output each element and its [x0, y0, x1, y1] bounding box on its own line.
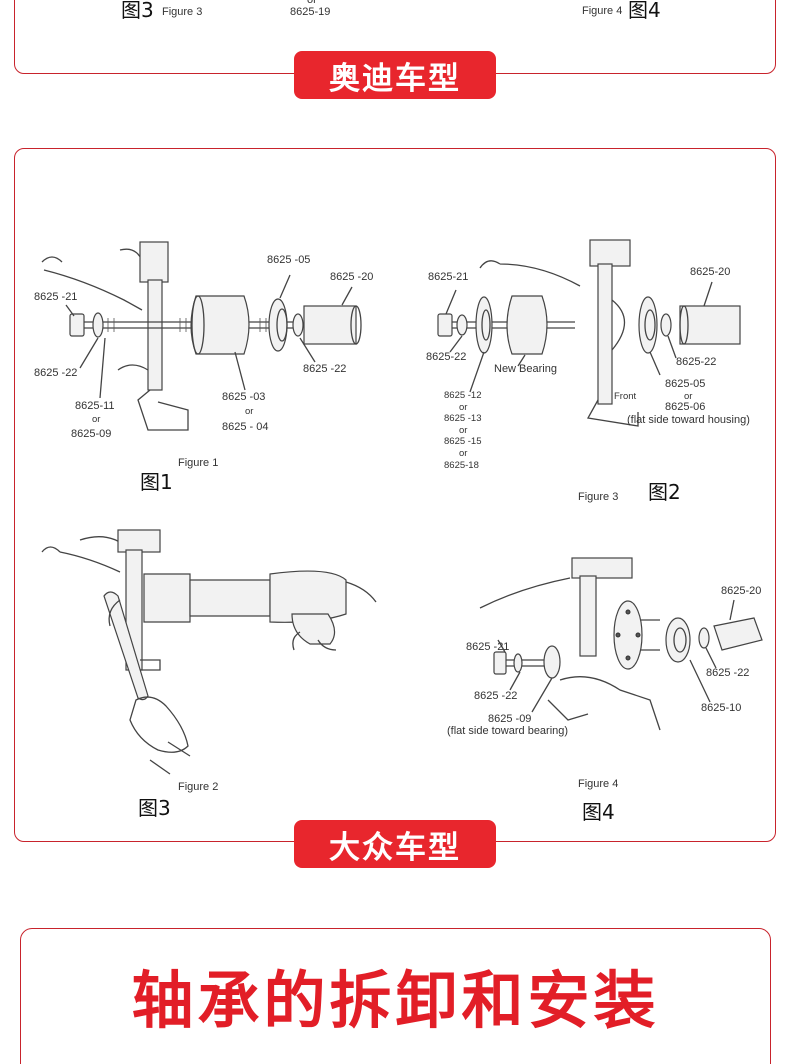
fig2-label: 8625-21: [428, 271, 469, 283]
fig2-label: 8625-20: [690, 266, 731, 278]
fig3-caption-cn: 图3: [138, 796, 171, 820]
fig4-label: 8625-10: [701, 702, 742, 714]
fig4-label: 8625 -21: [466, 641, 510, 653]
top-fig4-en: Figure 4: [582, 5, 623, 17]
bearing-removal-installation-title: 轴承的拆卸和安装: [131, 964, 660, 1037]
fig2-label: 8625 -15: [444, 436, 482, 447]
fig2-label: 8625 -12: [444, 390, 482, 401]
top-fig3-cn: 图3: [121, 0, 154, 22]
fig2-label: 8625-22: [676, 356, 717, 368]
fig4-caption-en: Figure 4: [578, 778, 619, 790]
fig1-label: 8625 -22: [34, 367, 78, 379]
fig1-label: 8625-11: [75, 400, 115, 412]
top-or-label: or: [307, 0, 317, 6]
audi-models-badge: 奥迪车型: [294, 51, 496, 99]
fig2-label: (flat side toward housing): [627, 414, 750, 426]
fig2-label: or: [459, 402, 468, 413]
fig2-caption-en: Figure 3: [578, 491, 619, 503]
fig2-label: or: [459, 448, 468, 459]
fig1-caption-en: Figure 1: [178, 457, 219, 469]
top-part-label: 8625-19: [290, 6, 331, 18]
top-fig3-en: Figure 3: [162, 6, 203, 18]
fig2-caption-cn: 图2: [648, 480, 681, 504]
fig4-label: 8625 -09: [488, 713, 532, 725]
fig2-label: or: [459, 425, 468, 436]
fig2-label: Front: [614, 391, 637, 402]
fig1-caption-cn: 图1: [140, 470, 173, 494]
fig1-label: 8625-09: [71, 428, 112, 440]
vw-models-badge: 大众车型: [294, 820, 496, 868]
title-panel: [20, 928, 771, 1064]
fig2-label: 8625-18: [444, 460, 479, 471]
fig1-label: or: [245, 406, 254, 417]
fig2-label: 8625-06: [665, 401, 706, 413]
fig2-label: or: [684, 391, 693, 402]
fig1-label: 8625 - 04: [222, 421, 269, 433]
fig4-label: 8625 -22: [706, 667, 750, 679]
top-fig4-cn: 图4: [628, 0, 661, 22]
fig2-label: 8625-22: [426, 351, 467, 363]
fig3-caption-en: Figure 2: [178, 781, 219, 793]
fig1-label: 8625 -03: [222, 391, 266, 403]
fig1-label: 8625 -05: [267, 254, 311, 266]
fig4-caption-cn: 图4: [582, 800, 615, 824]
fig4-label: (flat side toward bearing): [447, 725, 569, 737]
fig4-label: 8625 -22: [474, 690, 518, 702]
fig2-label: 8625 -13: [444, 413, 482, 424]
fig1-label: 8625 -20: [330, 271, 374, 283]
fig2-label: New Bearing: [494, 363, 557, 375]
fig2-label: 8625-05: [665, 378, 706, 390]
fig4-label: 8625-20: [721, 585, 762, 597]
fig1-label: 8625 -22: [303, 363, 347, 375]
fig1-label: 8625 -21: [34, 291, 78, 303]
fig1-label: or: [92, 414, 101, 425]
